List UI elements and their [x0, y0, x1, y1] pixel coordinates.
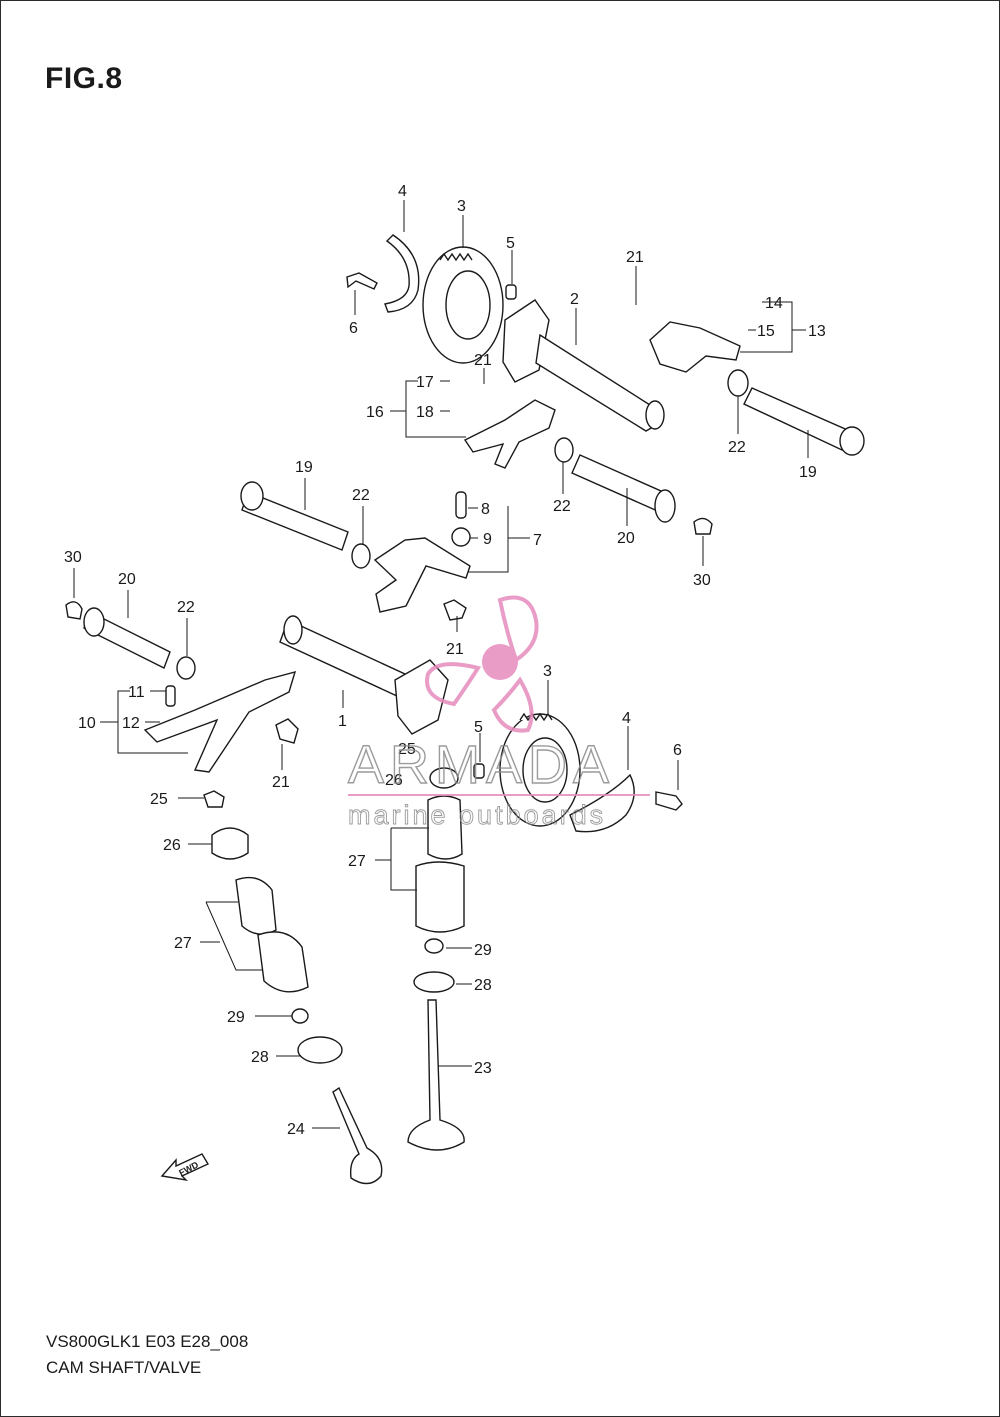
dowel-pin-lower	[473, 763, 485, 779]
callout-30-right: 30	[693, 572, 711, 589]
watermark-tagline: marine outboards	[348, 800, 606, 830]
intake-valve	[407, 999, 465, 1151]
outer-spring-left	[257, 931, 309, 993]
callout-4-upper: 4	[398, 183, 407, 200]
callout-15: 15	[757, 323, 775, 340]
rocker-arm-center	[373, 537, 471, 613]
callout-18: 18	[416, 404, 434, 421]
cam-sprocket-upper	[422, 246, 504, 364]
callout-28-left: 28	[251, 1049, 269, 1066]
callout-19-left: 19	[295, 459, 313, 476]
cap-nut-left	[65, 601, 83, 620]
callout-27-left: 27	[174, 935, 192, 952]
callout-22-far-left: 22	[177, 599, 195, 616]
dowel-pin-upper	[505, 284, 517, 300]
figure-title: FIG.8	[45, 62, 123, 95]
callout-labels: 1 2 3 3 4 4 5 5 6 6 7 8 9 10 11 12 13 14…	[64, 183, 826, 1138]
bolt-upper	[346, 272, 378, 290]
propeller-logo-icon	[425, 595, 539, 733]
callout-21-left: 21	[272, 774, 290, 791]
inner-spring-left	[235, 876, 277, 935]
callout-1: 1	[338, 713, 347, 730]
cam-sprocket-lower	[499, 712, 581, 827]
outer-spring-center	[415, 861, 465, 933]
rocker-arm-upper-right	[649, 321, 741, 373]
callout-29-center: 29	[474, 942, 492, 959]
retainer-center	[413, 971, 455, 993]
callout-27-center: 27	[348, 853, 366, 870]
rocker-arm-mid	[463, 399, 556, 469]
callout-23: 23	[474, 1060, 492, 1077]
camshaft-front	[279, 615, 449, 735]
cotter-center	[424, 938, 444, 954]
callout-3-lower: 3	[543, 663, 552, 680]
washer-right-upper	[727, 369, 749, 397]
callout-13: 13	[808, 323, 826, 340]
callout-30-left: 30	[64, 549, 82, 566]
callout-19-right: 19	[799, 464, 817, 481]
callout-5-upper: 5	[506, 235, 515, 252]
cap-nut-right	[693, 517, 713, 535]
stem-seal-left	[203, 790, 225, 808]
watermark-brand: ARMADA	[348, 735, 615, 795]
washer-far-left	[176, 656, 196, 680]
callout-22-left-upper: 22	[352, 487, 370, 504]
callout-25-left: 25	[150, 791, 168, 808]
callout-21-top-right: 21	[626, 249, 644, 266]
callout-2: 2	[570, 291, 579, 308]
callout-20-mid: 20	[617, 530, 635, 547]
callout-29-left: 29	[227, 1009, 245, 1026]
camshaft-rear	[502, 299, 665, 432]
model-code: VS800GLK1 E03 E28_008	[46, 1332, 249, 1351]
washer-left-upper	[351, 543, 371, 569]
callout-16: 16	[366, 404, 384, 421]
shim-center	[443, 599, 467, 621]
bolt-lower	[655, 791, 683, 811]
parts-artwork	[65, 234, 865, 1185]
inner-spring-center	[427, 795, 463, 860]
lock-nut-center	[451, 527, 471, 547]
callout-26-left: 26	[163, 837, 181, 854]
callout-3-upper: 3	[457, 198, 466, 215]
callout-8: 8	[481, 501, 490, 518]
callout-11: 11	[128, 684, 145, 701]
callout-24: 24	[287, 1121, 305, 1138]
leader-lines	[73, 200, 809, 1129]
callout-21-mid: 21	[474, 352, 492, 369]
rocker-arm-left	[143, 671, 297, 773]
adjust-screw-center	[455, 491, 467, 519]
callout-7: 7	[533, 532, 542, 549]
callout-9: 9	[483, 531, 492, 548]
rocker-shaft-right	[743, 387, 853, 451]
callout-5-lower: 5	[474, 719, 483, 736]
callout-6-lower: 6	[673, 742, 682, 759]
retainer-left	[297, 1036, 343, 1064]
callout-21-center: 21	[446, 641, 464, 658]
adjust-screw-left	[165, 685, 176, 707]
callout-26-center: 26	[385, 772, 403, 789]
callout-4-lower: 4	[622, 710, 631, 727]
callout-6-upper: 6	[349, 320, 358, 337]
callout-14: 14	[765, 295, 783, 312]
washer-mid	[554, 437, 574, 463]
fwd-arrow-icon	[160, 1153, 210, 1182]
callout-25-center: 25	[398, 741, 416, 758]
shim-left	[275, 718, 299, 744]
sprocket-retainer-upper	[384, 234, 420, 313]
callout-28-center: 28	[474, 977, 492, 994]
section-name: CAM SHAFT/VALVE	[46, 1358, 202, 1377]
spring-seat-center	[429, 767, 459, 789]
callout-22-right: 22	[728, 439, 746, 456]
callout-12: 12	[122, 715, 140, 732]
cotter-left	[291, 1008, 309, 1024]
callout-17: 17	[416, 374, 434, 391]
callout-22-mid: 22	[553, 498, 571, 515]
callout-20-left: 20	[118, 571, 136, 588]
armada-watermark: ARMADA marine outboards	[347, 595, 650, 830]
exhaust-valve	[332, 1086, 383, 1185]
spring-seat-left	[211, 827, 249, 860]
callout-10: 10	[78, 715, 96, 732]
